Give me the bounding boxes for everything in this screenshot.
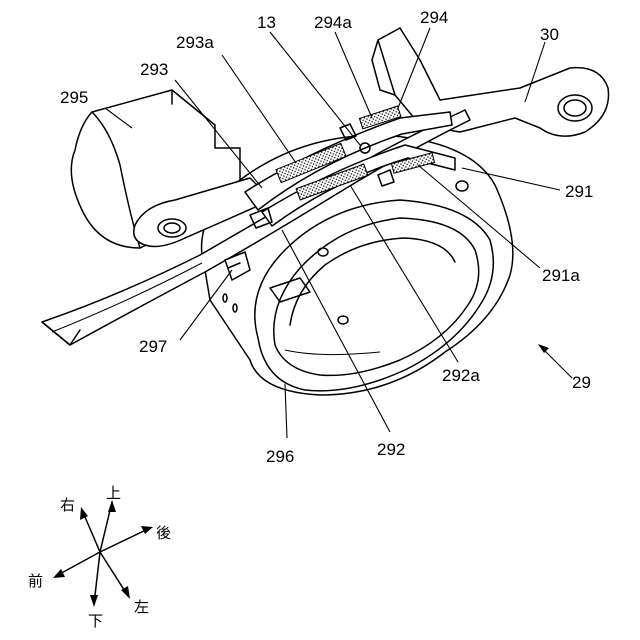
label-292a: 292a (442, 366, 480, 385)
direction-compass: 上 右 後 前 下 左 (28, 484, 171, 630)
arrow-29 (538, 344, 572, 378)
dir-left: 左 (134, 598, 149, 616)
label-296: 296 (266, 447, 294, 466)
label-294a: 294a (314, 13, 352, 32)
label-294: 294 (420, 8, 448, 27)
label-29: 29 (572, 373, 591, 392)
label-30: 30 (540, 25, 559, 44)
label-291: 291 (565, 182, 593, 201)
dir-right: 右 (60, 496, 75, 514)
arrow-back-icon (141, 526, 153, 534)
dir-back: 後 (156, 524, 171, 542)
label-293a: 293a (176, 33, 214, 52)
dir-down: 下 (88, 612, 103, 630)
label-292: 292 (377, 440, 405, 459)
label-297: 297 (139, 337, 167, 356)
label-13: 13 (257, 13, 276, 32)
label-293: 293 (140, 60, 168, 79)
dir-front: 前 (28, 572, 43, 590)
dir-up: 上 (106, 484, 121, 502)
label-295: 295 (60, 88, 88, 107)
arrow-right-icon (80, 507, 88, 520)
label-291a: 291a (542, 266, 580, 285)
arrow-down-icon (90, 595, 98, 607)
arrow-front-icon (53, 569, 65, 578)
